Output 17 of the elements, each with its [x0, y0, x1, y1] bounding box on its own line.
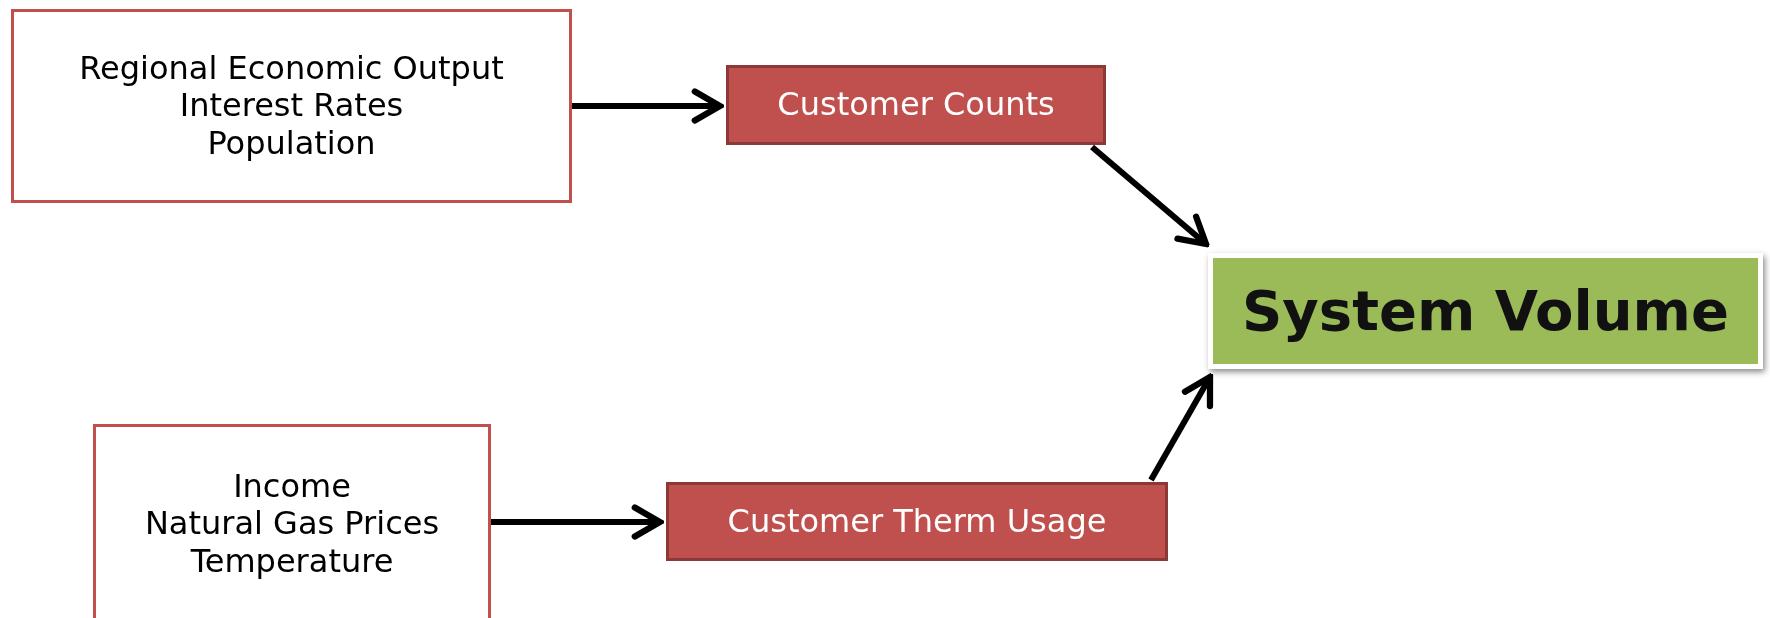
node-text: Population: [207, 124, 376, 163]
arrow: [491, 504, 664, 540]
process-box: [726, 65, 1106, 145]
arrow: [1148, 373, 1214, 482]
process-box: [666, 482, 1168, 561]
arrow: [1090, 144, 1210, 248]
node-text: Regional Economic Output: [79, 49, 504, 88]
node-text: Temperature: [190, 542, 394, 581]
node-text: Customer Therm Usage: [727, 502, 1107, 541]
factor-box: [93, 424, 491, 618]
node-text: System Volume: [1242, 278, 1729, 344]
arrow: [572, 88, 724, 124]
node-text: Natural Gas Prices: [144, 505, 440, 543]
node-text: Interest Rates: [179, 87, 404, 125]
factor-box: [11, 9, 572, 203]
node-text: Customer Counts: [777, 86, 1055, 124]
node-text: Income: [233, 467, 351, 506]
